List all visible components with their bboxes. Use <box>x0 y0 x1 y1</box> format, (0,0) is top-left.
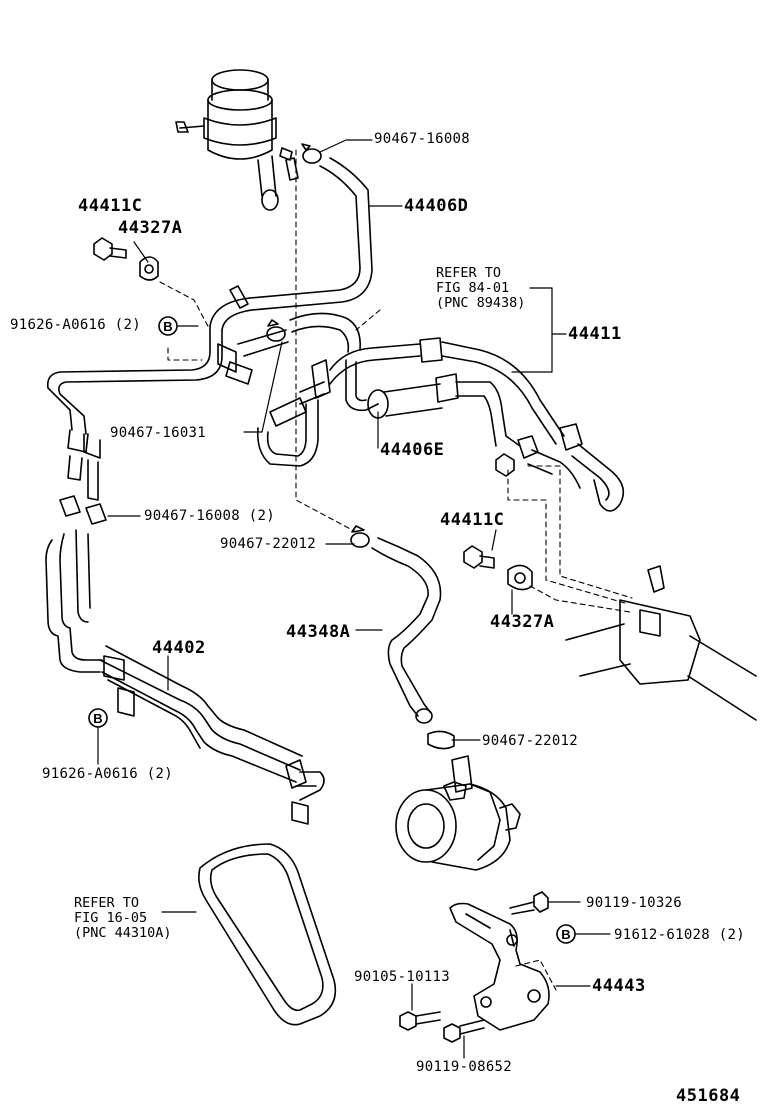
label-91612-61028: 91612-61028 (2) <box>614 927 745 943</box>
reservoir-tank <box>175 69 299 211</box>
label-44406E: 44406E <box>380 440 445 460</box>
steering-gear-box <box>565 565 757 721</box>
label-44411: 44411 <box>568 324 622 344</box>
suction-hose-44348A <box>371 537 442 724</box>
label-90105-10113: 90105-10113 <box>354 969 451 985</box>
drive-belt <box>198 843 337 1026</box>
label-90467-22012-bottom: 90467-22012 <box>482 733 579 749</box>
label-90467-16008-top: 90467-16008 <box>374 131 471 147</box>
bolt-44411C-top <box>93 237 127 261</box>
center-hoses <box>256 312 362 467</box>
pressure-hose-44411 <box>329 337 625 512</box>
label-44406D: 44406D <box>404 196 469 216</box>
label-44327A-top: 44327A <box>118 218 183 238</box>
label-90467-22012-top: 90467-22012 <box>220 536 317 552</box>
callout-b-right-letter: B <box>561 927 570 942</box>
callout-b-left-letter: B <box>93 711 102 726</box>
left-tube-bundle <box>46 325 289 501</box>
pump-bracket-44443 <box>449 902 550 1031</box>
callout-b-right: B <box>556 924 576 944</box>
hose-44406D <box>209 157 373 331</box>
bracket-44327A-right <box>507 564 533 591</box>
label-44402: 44402 <box>152 638 206 658</box>
power-steering-pump <box>395 755 521 871</box>
oil-cooler-44402 <box>45 529 325 825</box>
leader-lines <box>97 139 611 1059</box>
hose-clamp-top <box>301 143 322 164</box>
label-refer-fig-84-01: REFER TO FIG 84-01 (PNC 89438) <box>436 265 526 311</box>
bolt-44411C-right <box>463 453 515 569</box>
callout-b-left: B <box>88 708 108 728</box>
bolt-90119-08652 <box>443 1019 485 1043</box>
label-44348A: 44348A <box>286 622 351 642</box>
figure-number: 451684 <box>676 1086 741 1106</box>
bracket-44327A-top <box>139 256 159 281</box>
label-44411C-top: 44411C <box>78 196 143 216</box>
label-44411C-right: 44411C <box>440 510 505 530</box>
hose-clamps-90467-16008-pair <box>59 495 107 525</box>
label-90119-08652: 90119-08652 <box>416 1059 513 1075</box>
label-91626-A0616-top: 91626-A0616 (2) <box>10 317 141 333</box>
label-90467-16008-pair: 90467-16008 (2) <box>144 508 275 524</box>
bolt-90105-10113 <box>399 1011 441 1031</box>
label-91626-A0616-bottom: 91626-A0616 (2) <box>42 766 173 782</box>
label-90119-10326: 90119-10326 <box>586 895 683 911</box>
label-90467-16031: 90467-16031 <box>110 425 207 441</box>
bolt-90119-10326 <box>509 891 549 915</box>
callout-b-top: B <box>158 316 178 336</box>
label-44327A-right: 44327A <box>490 612 555 632</box>
dashed-reference-lines <box>159 149 633 991</box>
label-refer-fig-16-05: REFER TO FIG 16-05 (PNC 44310A) <box>74 895 172 941</box>
label-44443: 44443 <box>592 976 646 996</box>
hose-clamp-90467-22012-top <box>350 525 370 548</box>
hose-clamp-90467-16031 <box>266 319 286 342</box>
return-hose-44406E <box>345 359 581 489</box>
callout-b-top-letter: B <box>163 319 172 334</box>
hose-clamp-90467-22012-bottom <box>427 730 455 750</box>
